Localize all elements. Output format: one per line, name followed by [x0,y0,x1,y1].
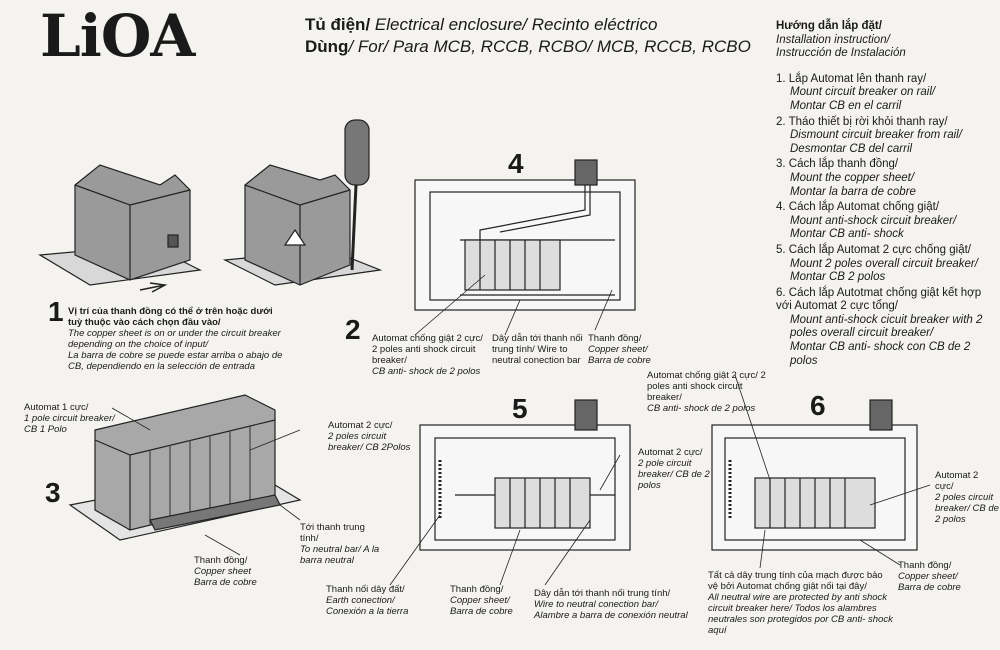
step-number-3: 3 [45,477,61,508]
caption-2-poles-breaker-6: Automat 2 cực/2 poles circuit breaker/ C… [935,470,999,525]
caption-earth-connection: Thanh nối dây đất/Earth conection/ Conex… [326,584,409,617]
instruction-step: 3. Cách lắp thanh đồng/Mount the copper … [776,158,916,198]
instruction-step: 6. Cách lắp Autotmat chống giật kết hợp … [776,286,983,367]
step-number-4: 4 [508,148,524,179]
instructions-heading-es: Instrucción de Instalación [776,47,906,60]
caption-all-neutral-wires: Tất cả dây trung tính của mạch được bảo … [708,570,893,636]
instructions-heading: Hướng dẫn lắp đặt/ [776,20,882,32]
title-line1-rest: Electrical enclosure/ Recinto eléctrico [370,15,658,34]
caption-copper-sheet-6: Thanh đồng/Copper sheet/ Barra de cobre [898,560,961,593]
enclosure-illustration-6 [711,399,918,551]
lioa-logo: LiOA [40,2,195,70]
instructions-heading-en: Installation instruction/ [776,33,890,46]
caption-2-pole-breaker-5: Automat 2 cực/2 pole circuit breaker/ CB… [638,447,710,491]
caption-anti-shock-breaker-6: Automat chống giật 2 cực/ 2 poles anti s… [647,370,766,414]
caption-anti-shock-breaker: Automat chống giật 2 cực/ 2 poles anti s… [372,333,483,377]
caption-copper-sheet-4: Thanh đồng/Copper sheet/ Barra de cobre [588,333,651,366]
caption-step-1: Vị trí của thanh đồng có thể ở trên hoặc… [68,306,283,372]
caption-to-neutral-bar: Tới thanh trung tính/To neutral bar/ A l… [300,522,380,566]
caption-copper-sheet-5: Thanh đồng/Copper sheet/ Barra de cobre [450,584,513,617]
enclosure-illustration-5 [419,399,631,551]
dismount-breaker-illustration [222,119,383,286]
instruction-step: 4. Cách lắp Automat chống giật/Mount ant… [776,201,957,241]
caption-copper-sheet-3: Thanh đồng/Copper sheet Barra de cobre [194,555,257,588]
page-title: Tủ điện/ Electrical enclosure/ Recinto e… [305,14,751,58]
caption-wire-to-neutral: Dây dẫn tới thanh nối trung tính/ Wire t… [492,333,583,366]
title-line1-vi: Tủ điện/ [305,15,371,34]
installation-instructions: Hướng dẫn lắp đặt/ Installation instruct… [776,20,998,368]
caption-2-poles-breaker-3: Automat 2 cực/2 poles circuit breaker/ C… [328,420,411,453]
step-number-1: 1 [48,296,64,327]
instruction-step: 2. Tháo thiết bị rời khỏi thanh ray/Dism… [776,115,962,155]
instruction-step: 5. Cách lắp Automat 2 cực chống giật/Mou… [776,243,978,284]
step-number-2: 2 [345,314,361,345]
caption-1-pole-breaker: Automat 1 cực/1 pole circuit breaker/ CB… [24,402,115,435]
breaker-on-rail-illustration [38,164,203,293]
step-number-5: 5 [512,393,528,424]
title-line2-vi: Dùng [305,37,349,56]
caption-wire-neutral-5: Dây dẫn tới thanh nối trung tính/Wire to… [534,588,688,621]
instruction-step: 1. Lắp Automat lên thanh ray/Mount circu… [776,72,936,112]
title-line2-rest: / For/ Para MCB, RCCB, RCBO/ MCB, RCCB, … [348,37,751,56]
copper-sheet-illustration [68,394,302,541]
enclosure-illustration-4 [414,159,636,311]
step-number-6: 6 [810,390,826,421]
